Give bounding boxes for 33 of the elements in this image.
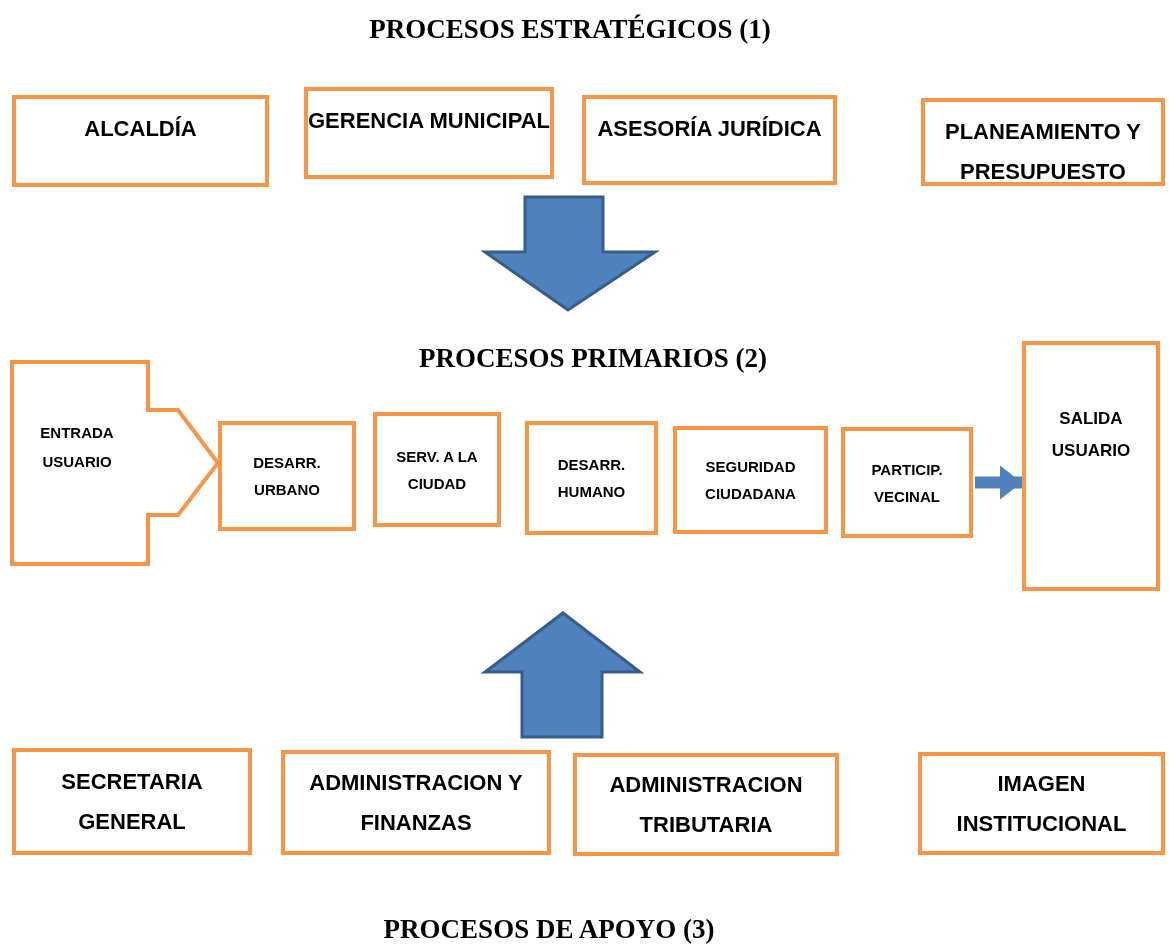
node-label: PLANEAMIENTO Y PRESUPUESTO [944, 118, 1142, 186]
process-box [1022, 341, 1160, 591]
process-box [921, 98, 1165, 186]
process-box [304, 87, 554, 179]
node-label: ALCALDÍA [84, 115, 197, 143]
node-label: DESARR. URBANO [252, 453, 322, 500]
node-label: ADMINISTRACION Y FINANZAS [308, 768, 524, 837]
section-heading: PROCESOS ESTRATÉGICOS (1) [369, 14, 771, 45]
arrow [975, 465, 1022, 500]
process-box [12, 95, 269, 187]
node-label: ASESORÍA JURÍDICA [597, 115, 822, 143]
process-box [218, 421, 356, 531]
process-box [281, 750, 551, 855]
node-label: SERV. A LA CIUDAD [395, 446, 479, 494]
process-box [918, 752, 1165, 855]
process-box [12, 748, 252, 855]
node-label: PARTICIP. VECINAL [870, 459, 944, 507]
node-label: SALIDA USUARIO [1051, 408, 1131, 462]
process-box [582, 95, 837, 185]
process-box [573, 753, 839, 856]
node-label: DESARR. HUMANO [556, 455, 627, 502]
node-label: ADMINISTRACION TRIBUTARIA [608, 770, 804, 839]
node-label: IMAGEN INSTITUCIONAL [955, 769, 1128, 838]
process-box [373, 412, 501, 527]
node-label: GERENCIA MUNICIPAL [308, 107, 550, 135]
section-heading: PROCESOS DE APOYO (3) [383, 914, 715, 945]
node-label: SECRETARIA GENERAL [60, 767, 204, 836]
process-box [673, 426, 828, 534]
process-box [525, 421, 658, 535]
node-label: ENTRADA USUARIO [39, 423, 115, 472]
section-heading: PROCESOS PRIMARIOS (2) [419, 343, 767, 374]
process-box [841, 427, 973, 538]
node-label: SEGURIDAD CIUDADANA [704, 457, 797, 504]
